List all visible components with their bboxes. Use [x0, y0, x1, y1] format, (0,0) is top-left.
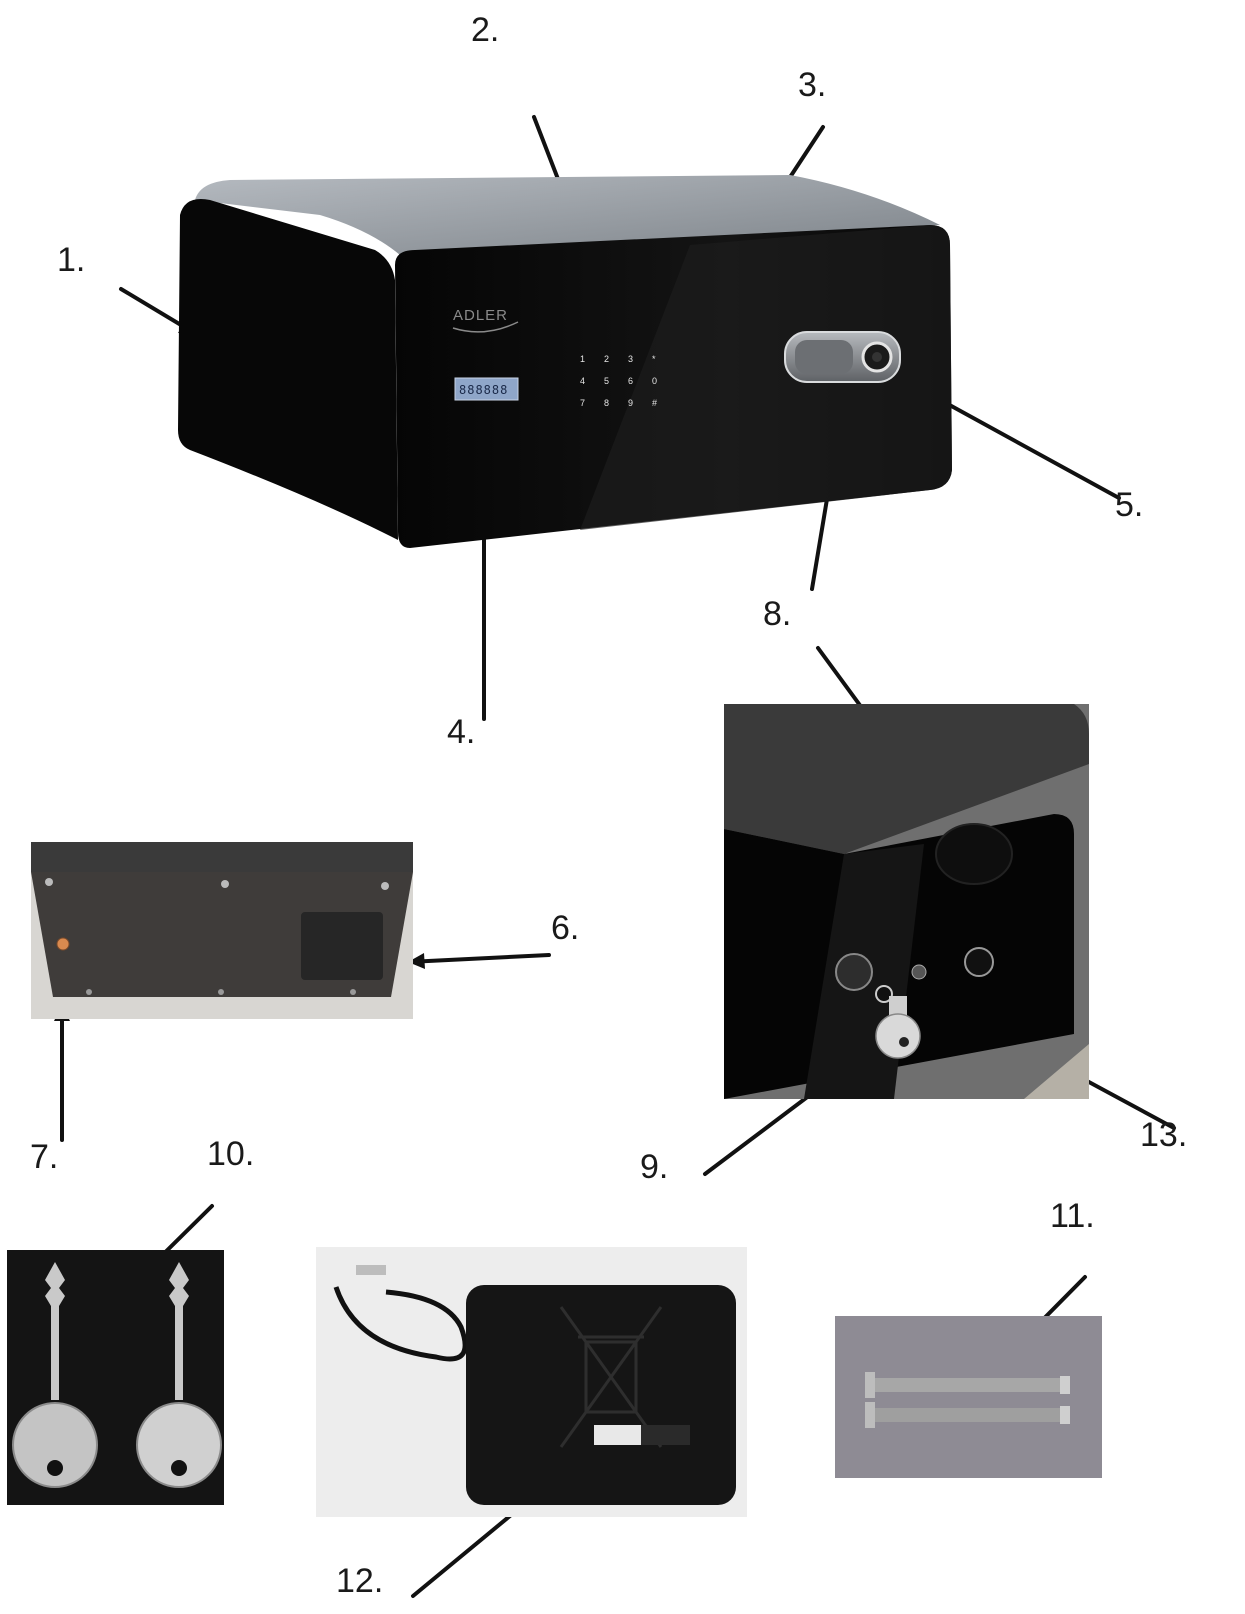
digital-display: [454, 377, 519, 401]
callout-label-3: 3.: [798, 66, 827, 104]
keypad-key[interactable]: 0: [652, 376, 657, 386]
safe-interior-photo: [31, 842, 413, 1019]
keypad-key[interactable]: 7: [580, 398, 585, 408]
handle-grip: [795, 340, 853, 374]
battery-compartment[interactable]: [301, 912, 383, 980]
battery-box: [466, 1285, 736, 1505]
screw-head: [221, 880, 229, 888]
callout-label-12: 12.: [336, 1562, 384, 1600]
battery-box-label-dark: [641, 1425, 690, 1445]
bolts-background: [835, 1316, 1102, 1478]
screw-head: [45, 878, 53, 886]
callout-label-1: 1.: [57, 241, 86, 279]
safe-side-panel: [178, 199, 398, 540]
brand-logo: ADLER: [453, 307, 508, 324]
safe-door-reflection: [580, 225, 952, 530]
callout-label-11: 11.: [1050, 1197, 1095, 1235]
callout-label-9: 9.: [640, 1148, 669, 1186]
callout-label-10: 10.: [207, 1135, 255, 1173]
power-cable: [333, 1286, 468, 1362]
emergency-lock-icon: [875, 985, 893, 1003]
lock-core-icon: [872, 352, 882, 362]
emergency-key-icon: [12, 1262, 98, 1488]
display-digits: 888888: [459, 383, 508, 397]
screw-head: [86, 989, 92, 995]
closeup-safe-top: [724, 704, 1089, 854]
closeup-table-edge: [1024, 1044, 1089, 1099]
screw-head: [381, 882, 389, 890]
callout-label-7: 7.: [30, 1138, 59, 1176]
emergency-keys-photo: [7, 1250, 224, 1505]
screw-icon: [911, 964, 927, 980]
keypad-key[interactable]: 8: [604, 398, 609, 408]
power-plug: [356, 1265, 386, 1275]
mounting-bolts-photo: [835, 1316, 1102, 1478]
keypad-key[interactable]: 1: [580, 354, 585, 364]
keypad-key[interactable]: 4: [580, 376, 585, 386]
battery-box-photo: [316, 1247, 747, 1517]
keypad-key[interactable]: 9: [628, 398, 633, 408]
recycling-bin-icon: [559, 1306, 663, 1448]
callout-label-8: 8.: [763, 595, 792, 633]
callout-label-5: 5.: [1115, 486, 1144, 524]
callout-label-2: 2.: [471, 11, 500, 49]
keypad-key[interactable]: 6: [628, 376, 633, 386]
closeup-keyhole-icon: [964, 947, 994, 977]
keypad-key[interactable]: #: [652, 398, 657, 408]
callout-label-13: 13.: [1140, 1116, 1188, 1154]
keypad-key[interactable]: 5: [604, 376, 609, 386]
emergency-key-icon: [136, 1262, 222, 1488]
door-closeup-photo: [724, 704, 1089, 1099]
emergency-lock-cover: [835, 953, 873, 991]
keypad-key[interactable]: *: [652, 354, 656, 364]
callout-label-6: 6.: [551, 909, 580, 947]
closeup-handle: [935, 823, 1013, 885]
leader-line-12: [411, 1504, 524, 1598]
safe-main-illustration: ADLER 888888 1 2 3 * 4 5 6 0 7 8 9 #: [178, 175, 952, 548]
screw-head: [350, 989, 356, 995]
mounting-bolt-icon: [865, 1372, 1070, 1398]
leader-line-6: [406, 953, 551, 964]
brand-swoosh: [452, 321, 519, 333]
reset-button-icon[interactable]: [56, 937, 70, 951]
emergency-key-icon: [875, 996, 921, 1059]
mounting-bolt-icon: [865, 1402, 1070, 1428]
keypad: 1 2 3 * 4 5 6 0 7 8 9 #: [580, 354, 657, 408]
keypad-key[interactable]: 2: [604, 354, 609, 364]
screw-head: [218, 989, 224, 995]
keypad-key[interactable]: 3: [628, 354, 633, 364]
interior-top-rim: [31, 842, 413, 872]
callout-label-4: 4.: [447, 713, 476, 751]
